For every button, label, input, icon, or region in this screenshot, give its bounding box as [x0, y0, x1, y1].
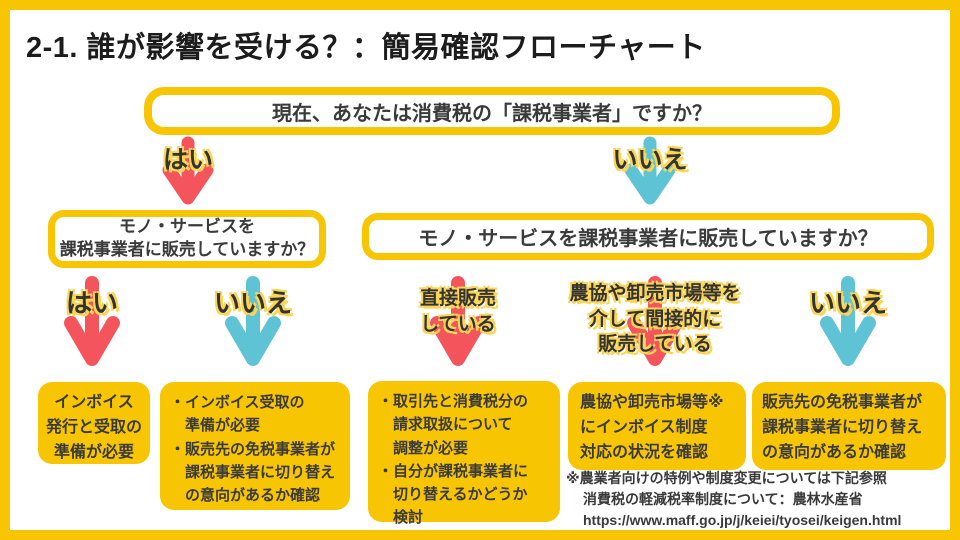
- label-line: 販売している: [598, 334, 712, 356]
- question-box-sell-right: モノ・サービスを課税事業者に販売していますか？: [362, 213, 934, 260]
- down-arrow-red-icon: [160, 136, 216, 210]
- branch-label-no: いいえ: [612, 146, 688, 174]
- result-line: インボイス: [54, 394, 134, 411]
- result-line: の意向があるか確認: [762, 443, 907, 461]
- branch-label-no: いいえ: [213, 288, 292, 318]
- result-line: ・自分が課税事業者に: [378, 462, 529, 480]
- result-line: 発行と受取の: [45, 418, 142, 436]
- branch-label-indirect-sales: 農協や卸売市場等を 介して間接的に 販売している: [558, 281, 752, 358]
- result-line: 調整が必要: [378, 439, 469, 457]
- question-text: 現在、あなたは消費税の「課税事業者」ですか？: [272, 102, 712, 125]
- branch-label-yes: はい: [162, 146, 213, 174]
- question-box-taxable-business: 現在、あなたは消費税の「課税事業者」ですか？: [144, 87, 840, 135]
- result-box-issue-receive-invoice: インボイス 発行と受取の 準備が必要: [38, 382, 150, 464]
- result-line: の意向があるか確認: [170, 487, 321, 504]
- down-arrow-teal-icon: [818, 275, 878, 373]
- result-box-check-buyer-intent: 販売先の免税事業者が 課税事業者に切り替え の意向があるか確認: [752, 382, 946, 470]
- down-arrow-red-icon: [62, 275, 122, 373]
- question-text: モノ・サービスを課税事業者に販売していますか？: [418, 228, 878, 250]
- footnote: ※農業者向けの特例や制度変更については下記参照 消費税の軽減税率制度について：農…: [566, 468, 902, 530]
- result-line: 農協や卸売市場等※: [580, 394, 724, 411]
- question-text-line: モノ・サービスを: [119, 217, 255, 237]
- label-line: 介して間接的に: [588, 308, 722, 330]
- result-line: ・取引先と消費税分の: [378, 393, 529, 410]
- result-line: 請求取扱について: [378, 416, 513, 434]
- result-line: 課税事業者に切り替え: [170, 463, 336, 481]
- question-box-sell-left: モノ・サービスを 課税事業者に販売していますか？: [48, 210, 326, 268]
- branch-label-yes: はい: [65, 288, 118, 318]
- question-text-line: 課税事業者に販売していますか？: [59, 240, 315, 259]
- label-line: 農協や卸売市場等を: [569, 283, 741, 304]
- label-line: している: [420, 313, 496, 335]
- result-box-receive-invoice-check-intent: ・インボイス受取の 準備が必要 ・販売先の免税事業者が 課税事業者に切り替え の…: [160, 382, 350, 510]
- result-line: 検討: [378, 509, 424, 527]
- down-arrow-teal-icon: [622, 136, 678, 210]
- label-line: 直接販売: [419, 288, 496, 309]
- result-box-check-coop-market-status: 農協や卸売市場等※ にインボイス制度 対応の状況を確認: [568, 382, 746, 470]
- down-arrow-red-icon: [428, 275, 488, 373]
- result-box-adjust-billing-consider-switch: ・取引先と消費税分の 請求取扱について 調整が必要 ・自分が課税事業者に 切り替…: [368, 381, 560, 526]
- result-line: 対応の状況を確認: [580, 443, 709, 461]
- footnote-line: 消費税の軽減税率制度について：農林水産省: [583, 491, 863, 507]
- down-arrow-teal-icon: [223, 275, 283, 373]
- result-line: 準備が必要: [53, 443, 134, 461]
- result-line: 販売先の免税事業者が: [762, 394, 923, 411]
- result-line: ・インボイス受取の: [170, 394, 305, 411]
- result-line: 切り替えるかどうか: [378, 486, 528, 503]
- result-line: にインボイス制度: [580, 418, 708, 436]
- result-line: ・販売先の免税事業者が: [170, 440, 336, 458]
- branch-label-no: いいえ: [808, 288, 887, 318]
- page-title: 2-1. 誰が影響を受ける？：簡易確認フローチャート: [26, 32, 706, 64]
- footnote-url: https://www.maff.go.jp/j/keiei/tyosei/ke…: [583, 512, 902, 528]
- footnote-line: ※農業者向けの特例や制度変更については下記参照: [566, 470, 887, 486]
- result-line: 準備が必要: [170, 417, 261, 435]
- branch-label-direct-sales: 直接販売 している: [398, 286, 518, 337]
- down-arrow-red-icon: [625, 275, 685, 373]
- result-line: 課税事業者に切り替え: [762, 418, 923, 436]
